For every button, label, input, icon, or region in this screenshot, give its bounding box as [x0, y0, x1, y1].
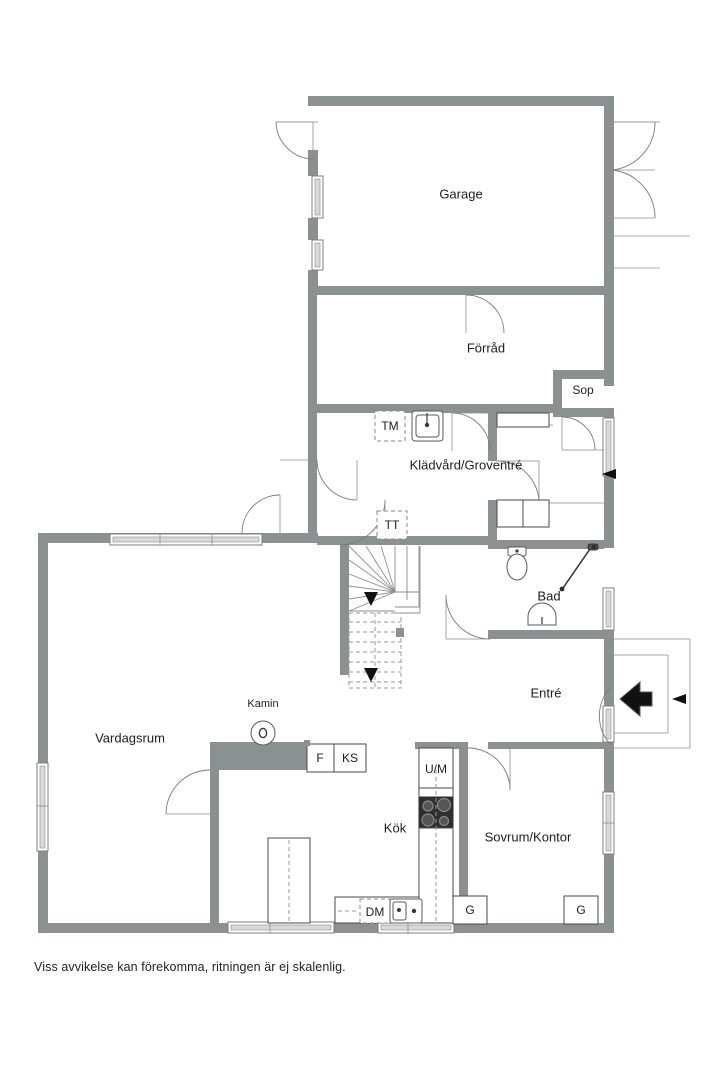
window: [311, 175, 324, 219]
sink-icon: [411, 410, 444, 442]
room-label-kladvard: Klädvård/Groventré: [410, 457, 523, 472]
stair-winder: [348, 545, 421, 614]
door: [280, 459, 358, 501]
room-label-sop: Sop: [572, 383, 594, 397]
appliance-label-g1: G: [465, 903, 474, 917]
wardrobe-box: [452, 895, 488, 925]
room-label-sovrum: Sovrum/Kontor: [485, 829, 572, 844]
window: [602, 417, 615, 477]
labels: Garage Förråd Sop Klädvård/Groventré Bad…: [95, 186, 594, 919]
appliance-label-tt: TT: [385, 518, 400, 532]
bathroom-fixtures: [506, 543, 599, 626]
window: [602, 587, 615, 631]
stair-flight-below: [348, 612, 404, 689]
annotation-label-kamin: Kamin: [247, 698, 278, 710]
shower-head-icon: [559, 543, 599, 592]
fireplace-icon: [250, 720, 276, 746]
doors: [165, 106, 691, 815]
appliance-label-um: U/M: [425, 762, 447, 776]
door: [445, 594, 491, 640]
room-label-entre: Entré: [530, 685, 561, 700]
room-label-garage: Garage: [439, 186, 482, 201]
entrance-arrow-icon: [602, 469, 616, 479]
door: [465, 294, 505, 334]
door: [165, 769, 211, 815]
drawing-disclaimer: Viss avvikelse kan förekomma, ritningen …: [34, 960, 346, 974]
stair-direction-arrow-icon: [364, 592, 378, 606]
door: [275, 121, 314, 160]
room-label-forrad: Förråd: [467, 340, 505, 355]
cabinet: [496, 412, 550, 428]
room-label-vardagsrum: Vardagsrum: [95, 730, 165, 745]
washing-machine-box: [374, 410, 406, 442]
door: [611, 106, 656, 236]
staircase: [348, 545, 421, 689]
cabinet: [496, 499, 550, 528]
window: [36, 762, 49, 852]
laundry-fixtures: [374, 410, 550, 540]
appliance-label-g2: G: [576, 903, 585, 917]
appliance-label-tm: TM: [381, 419, 398, 433]
sink-icon: [389, 898, 423, 924]
window: [109, 533, 263, 546]
room-label-bad: Bad: [537, 588, 560, 603]
washbasin-icon: [527, 602, 557, 626]
door: [467, 747, 511, 791]
window: [311, 239, 324, 271]
dishwasher-box: [359, 898, 391, 924]
toilet-icon: [506, 546, 528, 581]
freezer-box: [306, 743, 335, 773]
door: [561, 416, 604, 451]
wardrobe-box: [563, 895, 599, 925]
door: [598, 638, 691, 749]
entrance-arrow-icon: [672, 694, 686, 704]
appliance-label-dm: DM: [366, 905, 385, 919]
stair-direction-arrow-icon: [364, 668, 378, 682]
window: [602, 791, 615, 855]
window: [377, 921, 455, 934]
room-label-kok: Kök: [384, 820, 407, 835]
fridge-box: [333, 743, 367, 773]
entry-markers: [602, 469, 686, 718]
appliance-label-f: F: [316, 751, 323, 765]
entrance-arrow-icon: [619, 680, 653, 718]
appliance-label-ks: KS: [342, 751, 358, 765]
reference-lines: [276, 121, 690, 269]
door: [241, 494, 281, 534]
tumble-dryer-box: [376, 510, 408, 540]
kitchen-fixtures: [250, 720, 599, 925]
window: [227, 921, 335, 934]
